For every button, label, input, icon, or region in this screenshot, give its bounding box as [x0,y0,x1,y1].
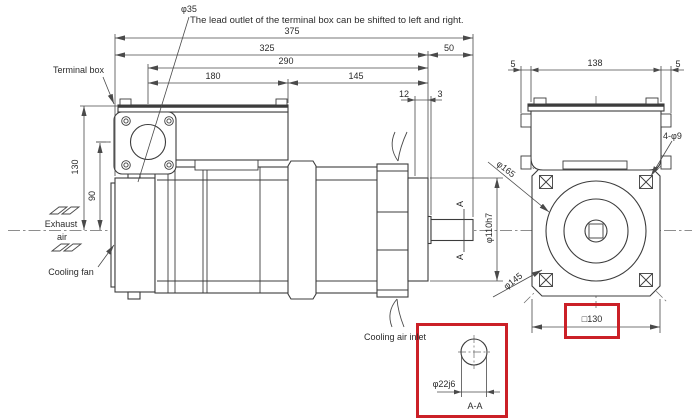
dim-phi110h7: φ110h7 [484,212,494,244]
exhaust-air-label-1: Exhaust [44,219,78,229]
section-shaft-circle [460,338,488,366]
fan-cover-clip-bottom [127,291,141,300]
terminal-box-label: Terminal box [53,65,105,75]
lid-clip-left [119,98,132,106]
front-lid-clip-right [645,97,659,105]
side-view-motor-body [110,160,474,300]
lead-hole-leader [137,16,190,183]
front-view [520,97,672,297]
cooling-air-inlet-label: Cooling air inlet [363,332,427,342]
dim-square-130: □130 [581,314,603,324]
exhaust-air-arrow-top [48,206,69,215]
front-lid-clip-left [533,97,547,105]
side-view-terminal-box [113,98,289,175]
exhaust-air-label-2: air [56,232,68,242]
highlight-box-square130 [564,303,620,339]
dim-130: 130 [70,159,80,175]
front-flange-square [531,165,661,297]
motor-frame [154,166,383,294]
lead-outlet-hole [129,123,167,161]
front-terminal-box-lid [527,103,665,112]
front-box-gland-strip [562,160,628,170]
front-flange-circles [545,180,647,282]
gland-plate-screws [121,116,174,170]
fan-cover [114,177,156,293]
section-aa-detail [460,338,488,366]
front-box-lugs [520,113,672,170]
shaft [430,218,474,242]
dim-12: 12 [398,89,410,99]
lid-clip-right [275,98,288,106]
dim-5-right: 5 [675,59,681,69]
dimension-lines [80,34,684,397]
cooling-air-arrow-bottom [389,298,398,328]
dim-4-phi9: 4-φ9 [663,131,682,141]
dim-5-left: 5 [510,59,516,69]
cooling-fan-leader [97,244,115,268]
terminal-box-lid [117,104,289,113]
label-leaders [97,16,190,268]
section-marker-a-top: A [455,200,465,208]
dim-3: 3 [437,89,443,99]
shaft-key-square [588,223,604,239]
note-lead-outlet: The lead outlet of the terminal box can … [190,15,464,26]
section-marker-a-bottom: A [455,253,465,261]
dim-325: 325 [259,43,275,53]
front-flange [376,163,409,298]
dim-phi22j6: φ22j6 [432,379,456,389]
highlight-box-section-aa [416,323,508,418]
flange-pilot [407,177,429,282]
dim-290: 290 [278,56,294,66]
dim-50: 50 [443,43,455,53]
dim-180: 180 [205,71,221,81]
terminal-box-seat [194,159,259,171]
airflow-symbols [48,131,408,328]
cooling-air-arrow-top [391,131,399,162]
fan-cover-lip [110,182,116,288]
dim-145: 145 [348,71,364,81]
cooling-fan-label: Cooling fan [48,267,94,277]
dim-375: 375 [284,26,300,36]
terminal-box-leader [102,76,115,105]
mount-holes [539,175,653,287]
dim-138: 138 [587,58,603,68]
frame-ring-band [287,160,317,300]
dim-90: 90 [87,190,97,202]
lead-hole-dia-label: φ35 [181,4,197,14]
exhaust-air-arrow-bottom [50,243,71,252]
gland-plate [113,111,177,175]
section-aa-label: A-A [467,401,483,411]
